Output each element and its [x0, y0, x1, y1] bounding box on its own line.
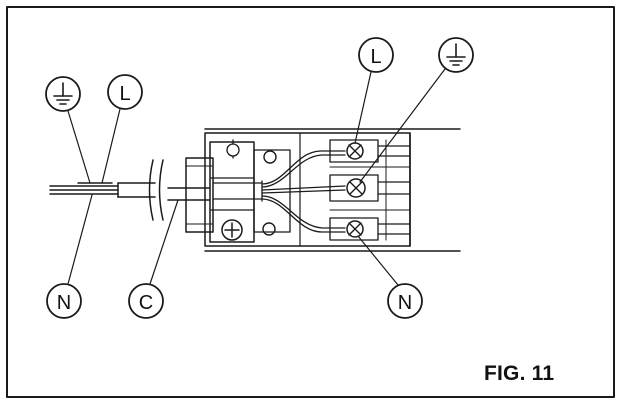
callout-terminal-neutral: N — [357, 235, 423, 319]
cable-conductors — [49, 182, 119, 195]
callout-cable-live-label: L — [119, 83, 130, 105]
terminal-box — [185, 128, 461, 252]
callout-cable-live: L — [101, 74, 143, 184]
internal-conductors — [261, 150, 346, 233]
callout-cable-earth — [45, 76, 91, 184]
top-screw-icon — [226, 139, 240, 159]
callout-terminal-neutral-label: N — [398, 292, 412, 314]
callout-terminal-live: L — [354, 37, 394, 144]
terminal-block-live — [329, 139, 411, 163]
cable-break-marks — [148, 159, 164, 221]
callout-terminal-live-label: L — [370, 46, 381, 68]
callout-cable-neutral-label: N — [57, 292, 71, 314]
mounting-hole-icon — [262, 150, 277, 236]
clamp-screw-icon — [221, 219, 243, 241]
terminal-block-earth — [329, 174, 411, 202]
callout-cable-neutral: N — [46, 194, 93, 319]
callout-cable-sheath: C — [128, 199, 179, 319]
figure-frame — [6, 6, 615, 398]
callout-terminal-earth — [359, 37, 474, 183]
terminal-block-neutral — [329, 217, 411, 241]
cable-gland — [185, 157, 214, 233]
earth-icon — [53, 82, 73, 105]
earth-icon — [446, 43, 466, 66]
callout-cable-sheath-label: C — [139, 292, 153, 314]
figure-caption: FIG. 11 — [484, 362, 555, 385]
cable-sheath — [117, 182, 211, 201]
